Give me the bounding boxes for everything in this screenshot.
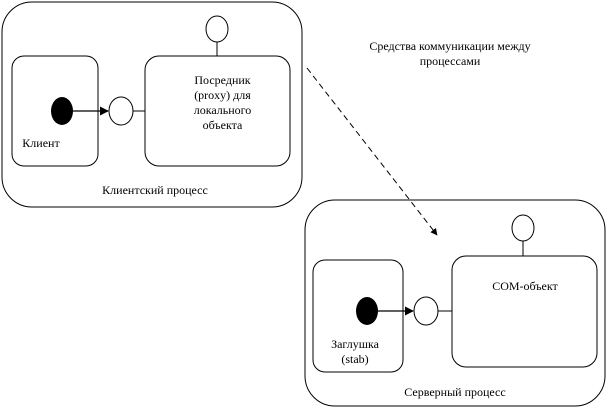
client-process-label: Клиентский процесс (102, 183, 208, 197)
com-object-box (451, 255, 598, 368)
com-top-interface-circle (511, 214, 535, 242)
communication-label: Средства коммуникации между процессами (369, 39, 531, 68)
proxy-interface-circle (108, 96, 134, 126)
proxy-top-interface-circle (205, 15, 229, 43)
client-label: Клиент (22, 136, 60, 150)
client-dot (51, 97, 73, 125)
server-process-label: Серверный процесс (404, 385, 506, 399)
client-process-box (1, 1, 303, 208)
com-object-label: COM-объект (492, 279, 558, 293)
stub-dot (356, 297, 378, 325)
server-process-box (304, 199, 606, 407)
stub-label: Заглушка (stab) (331, 337, 379, 366)
communication-arrow (306, 67, 438, 236)
proxy-label: Посредник (proxy) для локального объекта (193, 73, 252, 132)
stub-box (312, 259, 404, 373)
com-interface-circle (413, 296, 439, 326)
